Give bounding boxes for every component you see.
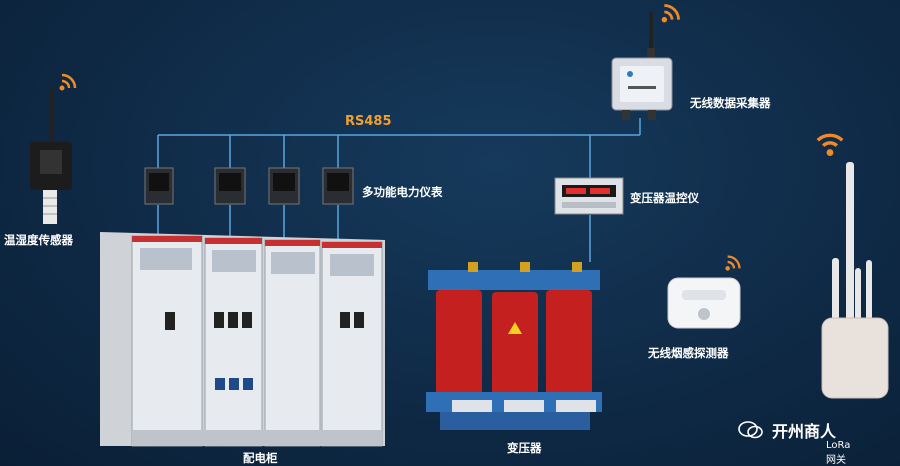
rs485-bus (157, 118, 641, 262)
watermark: 开州商人 LoRa网关 (738, 418, 850, 466)
transformer-device (426, 262, 602, 430)
watermark-sub: LoRa网关 (826, 440, 851, 466)
humidity-sensor-device (30, 88, 72, 224)
wifi-icon (725, 255, 741, 271)
temp-controller-device (554, 177, 624, 215)
meter-label: 多功能电力仪表 (362, 185, 443, 199)
lora-gateway-device (821, 162, 889, 399)
smoke-detector-device (667, 277, 741, 329)
watermark-main: 开州商人 (772, 422, 837, 441)
wechat-icon (738, 421, 763, 439)
temp-controller-label: 变压器温控仪 (630, 191, 699, 205)
transformer-label: 变压器 (507, 441, 542, 455)
collector-label: 无线数据采集器 (690, 96, 771, 110)
wifi-icon (59, 73, 77, 91)
smoke-detector-label: 无线烟感探测器 (648, 346, 729, 360)
wifi-icon (661, 4, 680, 23)
switchgear-cabinets (100, 232, 385, 447)
wireless-collector-device (611, 12, 673, 120)
wifi-icon (816, 133, 844, 156)
power-meters (144, 167, 354, 205)
switchgear-label: 配电柜 (243, 451, 278, 465)
rs485-label: RS485 (345, 114, 392, 129)
humidity-sensor-label: 温湿度传感器 (4, 233, 73, 247)
